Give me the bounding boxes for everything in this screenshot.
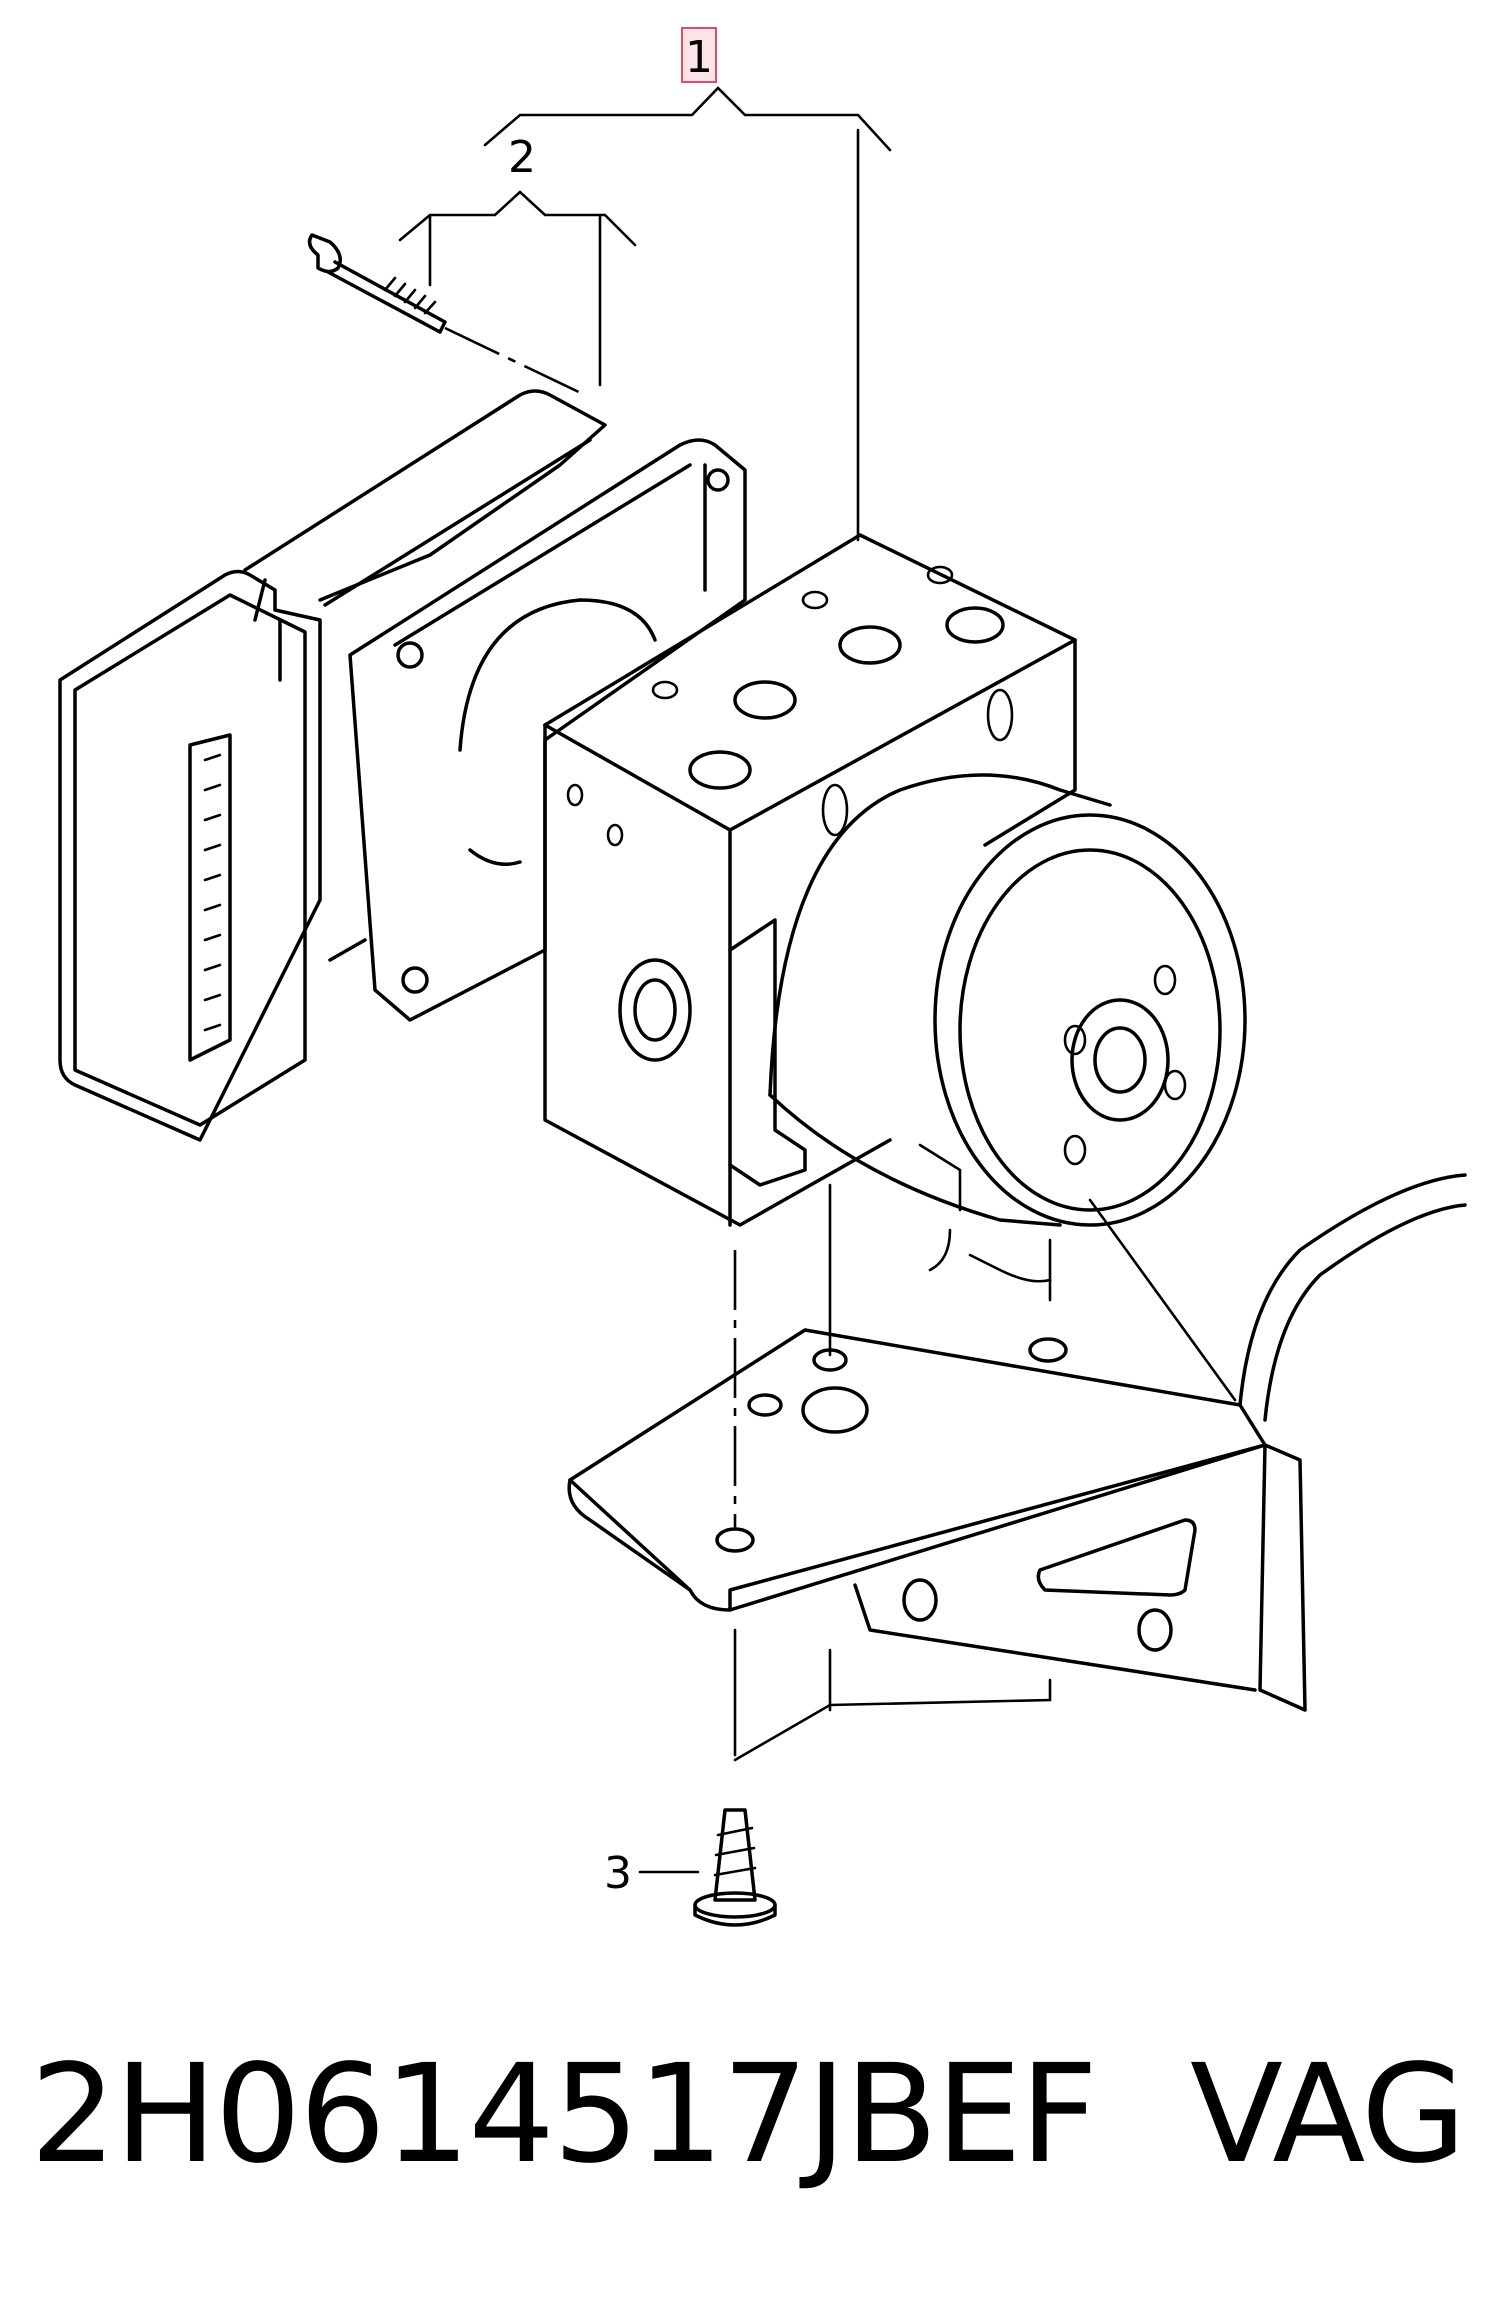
pump-motor	[768, 773, 1247, 1227]
callout-2-label[interactable]: 2	[508, 132, 536, 183]
mounting-bracket	[567, 1173, 1467, 1712]
control-module	[58, 389, 607, 1142]
bolt-axis	[444, 326, 586, 397]
callout-3-label[interactable]: 3	[604, 1848, 632, 1899]
screw	[693, 1808, 777, 1927]
footer: 2H0614517JBEF VAG	[30, 2040, 1470, 2190]
callout-1-label: 1	[685, 32, 713, 83]
callout-2-bracket	[398, 190, 637, 387]
mounting-axes	[733, 1183, 1237, 1530]
hydraulic-block	[543, 533, 1077, 1227]
callout-1[interactable]: 1	[681, 27, 717, 83]
long-bolt	[307, 233, 447, 334]
callout-1-bracket	[483, 86, 892, 542]
screw-bracket	[733, 1628, 1052, 1762]
brand-name: VAG	[1190, 2036, 1466, 2194]
motor-flange	[328, 438, 747, 1022]
part-number: 2H0614517JBEF	[30, 2036, 1098, 2194]
callout-1-highlight	[681, 27, 717, 83]
